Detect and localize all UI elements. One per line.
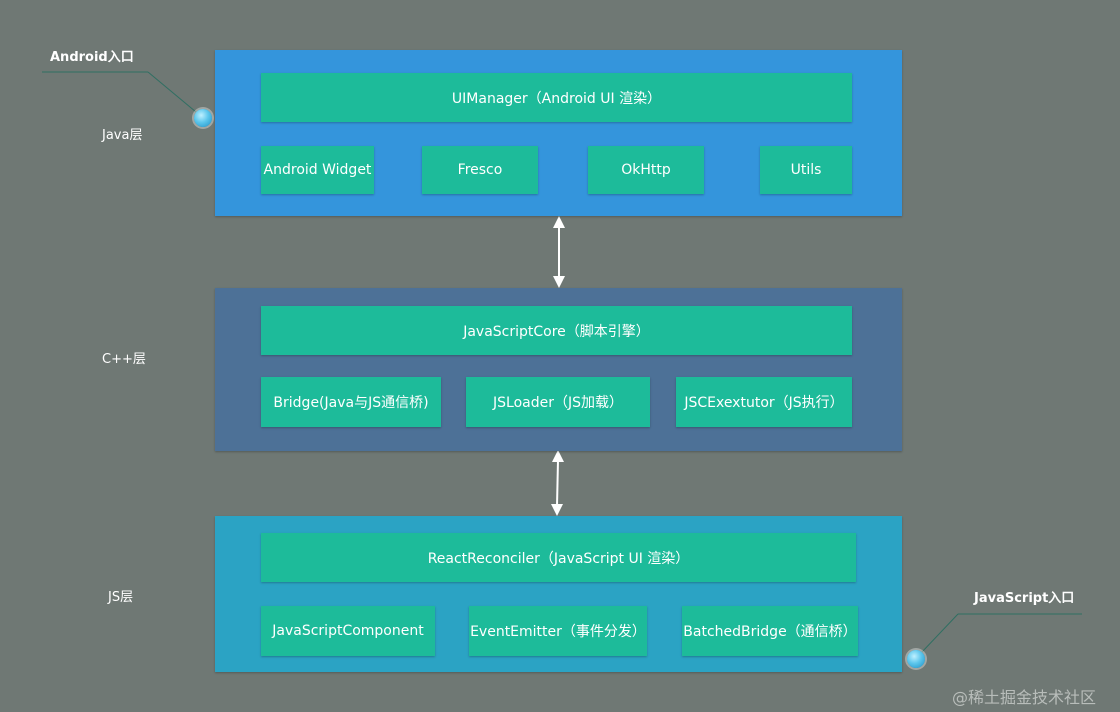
batchedbridge-box: BatchedBridge（通信桥） (682, 606, 858, 656)
java-cpp-arrow (553, 216, 565, 288)
fresco-box: Fresco (422, 146, 538, 194)
watermark: @稀土掘金技术社区 (952, 688, 1097, 707)
javascript-entry-leader (921, 613, 959, 653)
javascriptcore-box: JavaScriptCore（脚本引擎） (261, 306, 852, 355)
android-entry-leader (147, 71, 197, 113)
android-widget-box: Android Widget (261, 146, 374, 194)
cpp-js-arrow (551, 450, 564, 516)
okhttp-box: OkHttp (588, 146, 704, 194)
js-layer-label: JS层 (108, 590, 134, 605)
jscexecutor-box: JSCExextutor（JS执行） (676, 377, 852, 427)
cpp-layer-label: C++层 (102, 352, 146, 367)
uimanager-box: UIManager（Android UI 渲染） (261, 73, 852, 122)
android-entry-label: Android入口 (50, 50, 134, 65)
javascript-entry-dot (907, 650, 925, 668)
bridge-box: Bridge(Java与JS通信桥) (261, 377, 441, 427)
utils-box: Utils (760, 146, 852, 194)
jsloader-box: JSLoader（JS加载） (466, 377, 650, 427)
java-layer-label: Java层 (102, 128, 143, 143)
eventemitter-box: EventEmitter（事件分发） (469, 606, 647, 656)
javascript-entry-label: JavaScript入口 (974, 591, 1075, 606)
javascriptcomponent-box: JavaScriptComponent (261, 606, 435, 656)
android-entry-dot (194, 109, 212, 127)
reactreconciler-box: ReactReconciler（JavaScript UI 渲染） (261, 533, 856, 582)
